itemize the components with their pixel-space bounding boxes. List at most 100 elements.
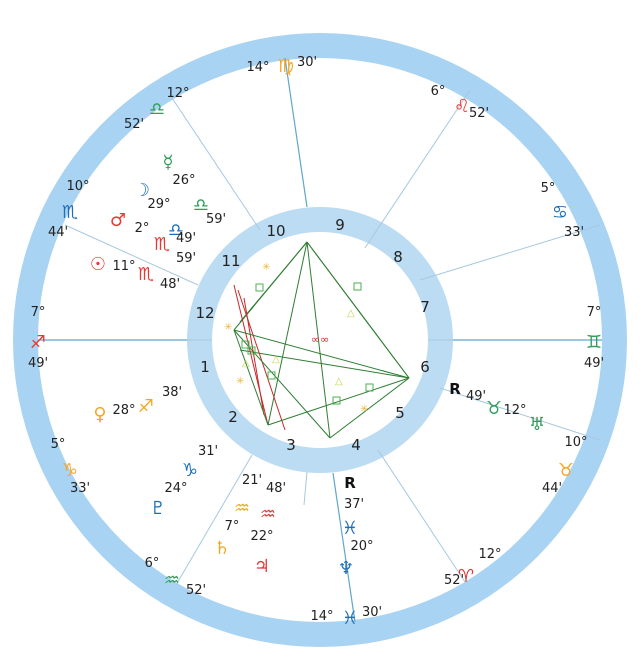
cusp-line-12: [169, 94, 261, 231]
house-number-3: 3: [286, 436, 296, 454]
zodiac-sign-icon: ♈: [458, 566, 474, 587]
cusp-degree: 6°: [431, 84, 446, 99]
aspect-line: [233, 329, 269, 426]
aspect-lines: [233, 241, 410, 439]
house-number-1: 1: [200, 358, 210, 376]
aspect-line: [233, 329, 410, 379]
mars-minute: 59': [176, 251, 196, 266]
saturn-degree: 7°: [225, 519, 240, 534]
zodiac-sign-icon: ♓: [342, 608, 358, 629]
aspect-line: [237, 289, 286, 431]
aspect-line: [239, 241, 308, 323]
cusp-line-3: [303, 471, 308, 506]
trine-mark: △: [347, 308, 355, 319]
mercury-degree: 26°: [172, 173, 195, 188]
cusp-line-8: [364, 89, 471, 249]
zodiac-sign-icon: ♉: [558, 460, 574, 481]
sextile-mark: ✳: [224, 322, 232, 333]
venus-minute: 38': [162, 385, 182, 400]
house-number-10: 10: [266, 222, 285, 240]
zodiac-sign-icon: ♒: [164, 570, 180, 591]
cusp-minute: 44': [48, 225, 68, 240]
trine-mark: △: [272, 354, 280, 365]
cusp-minute: 52': [444, 573, 464, 588]
house-number-8: 8: [393, 248, 403, 266]
cusp-degree: 5°: [541, 181, 556, 196]
jupiter-icon: ♃: [254, 556, 270, 577]
venus-degree: 28°: [112, 403, 135, 418]
zodiac-sign-icon: ♒: [234, 498, 250, 519]
moon-degree: 29°: [147, 197, 170, 212]
zodiac-sign-icon: ♊: [586, 332, 602, 353]
trine-mark: △: [335, 376, 343, 387]
cusp-minute: 30': [297, 55, 317, 70]
square-mark: [332, 396, 341, 405]
cusp-degree: 12°: [166, 86, 189, 101]
cusp-minute: 52': [186, 583, 206, 598]
house-number-11: 11: [221, 252, 240, 270]
house-number-5: 5: [395, 404, 405, 422]
zodiac-sign-icon: ♒: [260, 504, 276, 525]
chart-axes: [38, 57, 602, 623]
cusp-line-6: [439, 387, 601, 441]
moon-icon: ☽: [134, 180, 150, 201]
square-mark: [365, 383, 374, 392]
zodiac-sign-icon: ♍: [278, 56, 294, 77]
cusp-line-5: [377, 449, 466, 583]
zodiac-sign-icon: ♌: [454, 96, 470, 117]
square-mark: [247, 346, 256, 355]
square-mark: [353, 282, 362, 291]
cusp-minute: 49': [584, 356, 604, 371]
house-number-12: 12: [195, 304, 214, 322]
cusp-degree: 10°: [66, 179, 89, 194]
aspect-markers: ✳ ✳ ✳ ✳ △ △ △ △: [224, 262, 374, 415]
pluto-degree: 24°: [164, 481, 187, 496]
sun-degree: 11°: [112, 259, 135, 274]
house-number-7: 7: [420, 298, 430, 316]
cusp-degree: 6°: [145, 556, 160, 571]
uranus-degree: 12°: [503, 403, 526, 418]
neptune-minute: 37': [344, 497, 364, 512]
uranus-retrograde: R: [449, 380, 461, 398]
aspect-line: [243, 297, 265, 416]
uranus-minute: 49': [466, 389, 486, 404]
cusp-minute: 33': [70, 481, 90, 496]
neptune-degree: 20°: [350, 539, 373, 554]
zodiac-sign-icon: ♎: [149, 99, 165, 120]
jupiter-degree: 22°: [250, 529, 273, 544]
aspect-line: [233, 329, 331, 439]
zodiac-sign-icon: ♓: [342, 518, 358, 539]
sextile-mark: ✳: [360, 404, 368, 415]
pluto-icon: ♇: [150, 498, 166, 519]
cusp-degree: 7°: [31, 305, 46, 320]
house-number-9: 9: [335, 216, 345, 234]
cusp-minute: 52': [469, 106, 489, 121]
cusp-minute: 49': [28, 356, 48, 371]
aspect-line: [233, 284, 269, 426]
moon-minute: 49': [176, 231, 196, 246]
sun-minute: 48': [160, 277, 180, 292]
sun-icon: ☉: [90, 254, 106, 275]
trine-mark: △: [242, 358, 250, 369]
house-number-4: 4: [351, 436, 361, 454]
square-mark: [241, 340, 250, 349]
cusp-line-2: [175, 454, 253, 586]
zodiac-sign-icon: ♎: [193, 195, 209, 216]
house-number-6: 6: [420, 358, 430, 376]
cusp-line-11: [64, 224, 199, 286]
cusp-minute: 52': [124, 117, 144, 132]
center-mark: ∞∞: [311, 333, 329, 346]
saturn-minute: 21': [242, 473, 262, 488]
zodiac-sign-icon: ♑: [62, 460, 78, 481]
aspect-line: [329, 377, 410, 439]
ic-axis: [332, 472, 356, 623]
zodiac-sign-icon: ♐: [30, 332, 46, 353]
venus-icon: ♀: [93, 404, 106, 425]
house-number-2: 2: [228, 408, 238, 426]
sextile-mark: ✳: [262, 262, 270, 273]
cusp-degree: 5°: [51, 437, 66, 452]
mars-degree: 2°: [135, 221, 150, 236]
cusp-degree: 14°: [310, 609, 333, 624]
